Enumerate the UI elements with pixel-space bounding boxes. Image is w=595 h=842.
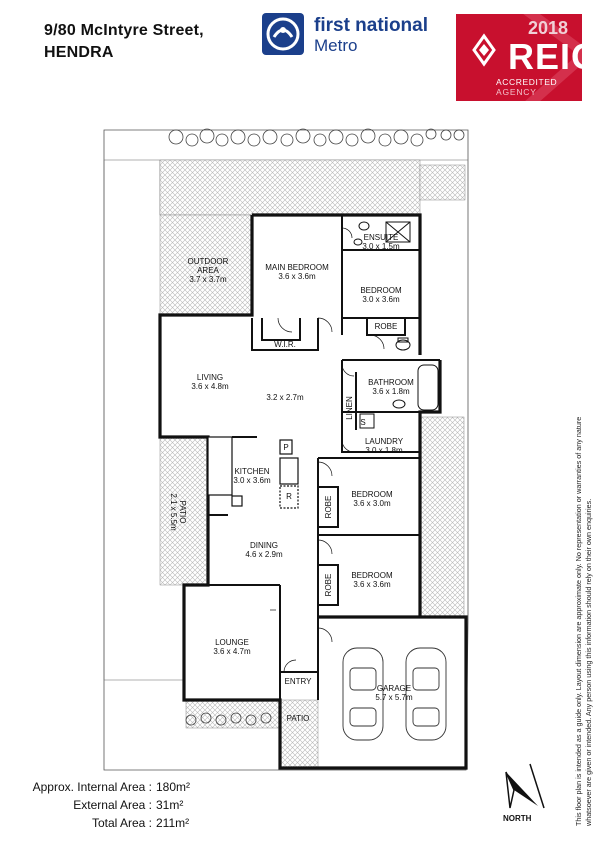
label-outdoor-area: AREA [197,266,219,275]
area-row-external: External Area : 31m² [20,796,190,814]
label-main-bedroom: MAIN BEDROOM [265,263,329,272]
label-pantry: P [283,443,288,452]
label-living: LIVING [197,373,223,382]
front-patio-hatch [279,699,319,768]
badge-line1: ACCREDITED [496,77,558,87]
area-label: External Area : [73,798,152,812]
hedge-shrubs [168,128,465,726]
area-label: Approx. Internal Area : [32,780,152,794]
label-robe-1: ROBE [375,322,398,331]
brand-name-bottom: Metro [314,36,358,55]
door-swings [270,227,385,673]
north-label: NORTH [503,814,532,823]
label-lounge: LOUNGE [215,638,249,647]
area-value: 211m² [156,816,190,830]
property-address: 9/80 McIntyre Street, HENDRA [44,20,204,64]
rear-garden-hatch [159,159,421,216]
reiq-diamond-icon [472,14,582,101]
label-bedroom-4: BEDROOM [351,571,393,580]
first-national-emblem-icon [262,13,304,55]
label-entry: ENTRY [285,677,313,686]
size-living: 3.6 x 4.8m [191,382,229,391]
label-wir: W.I.R. [274,340,296,349]
north-arrow-icon [505,763,545,809]
area-label: Total Area : [91,816,152,830]
side-patio-hatch [159,436,209,586]
badge-line2: AGENCY [496,87,537,97]
label-patio-front: PATIO [287,714,310,723]
bathroom-fixtures [353,221,439,429]
label-garage: GARAGE [377,684,411,693]
label-bathroom: BATHROOM [368,378,414,387]
label-ensuite: ENSUITE [364,233,399,242]
side-path-hatch [419,416,465,618]
reiq-badge: 2018 REIQ ACCREDITED AGENCY [456,14,582,101]
label-outdoor: OUTDOOR [188,257,229,266]
area-row-internal: Approx. Internal Area : 180m² [20,778,190,796]
disclaimer: This floor plan is intended as a guide o… [574,416,593,826]
badge-year: 2018 [527,18,568,38]
label-fridge: R [286,492,292,501]
size-dining: 4.6 x 2.9m [245,550,283,559]
outdoor-area-hatch [159,214,253,316]
label-robe-4: ROBE [324,574,333,597]
size-bedroom-4: 3.6 x 3.6m [353,580,391,589]
size-patio-side: 2.1 x 5.5m [169,493,178,531]
garage-cars [342,647,447,741]
size-bedroom-2: 3.0 x 3.6m [362,295,400,304]
size-ensuite: 3.0 x 1.5m [362,242,400,251]
size-lounge: 3.6 x 4.7m [213,647,251,656]
size-laundry: 3.0 x 1.8m [365,446,403,455]
area-value: 31m² [156,798,184,812]
area-value: 180m² [156,780,191,794]
size-garage: 5.7 x 5.7m [375,693,413,702]
label-dining: DINING [250,541,278,550]
size-bathroom: 3.6 x 1.8m [372,387,410,396]
label-bedroom-2: BEDROOM [360,286,402,295]
label-robe-3: ROBE [324,496,333,519]
area-row-total: Total Area : 211m² [20,814,190,832]
size-main-bedroom: 3.6 x 3.6m [278,272,316,281]
label-bedroom-3: BEDROOM [351,490,393,499]
badge-name: REIQ [508,36,582,77]
interior-walls [184,215,440,700]
size-outdoor-area: 3.7 x 3.7m [189,275,227,284]
label-s: S [360,418,365,427]
label-patio-side: PATIO [178,501,187,524]
first-national-logo: first national Metro [262,12,440,56]
size-kitchen: 3.0 x 3.6m [233,476,271,485]
label-linen: LINEN [345,396,354,420]
size-hall: 3.2 x 2.7m [266,393,304,402]
label-kitchen: KITCHEN [234,467,269,476]
size-bedroom-3: 3.6 x 3.0m [353,499,391,508]
brand-name-top: first national [314,15,429,36]
address-line1: 9/80 McIntyre Street, [44,22,204,39]
address-line2: HENDRA [44,44,114,61]
kitchen-fixtures [207,436,299,509]
area-summary: Approx. Internal Area : 180m² External A… [20,778,190,832]
label-laundry: LAUNDRY [365,437,404,446]
